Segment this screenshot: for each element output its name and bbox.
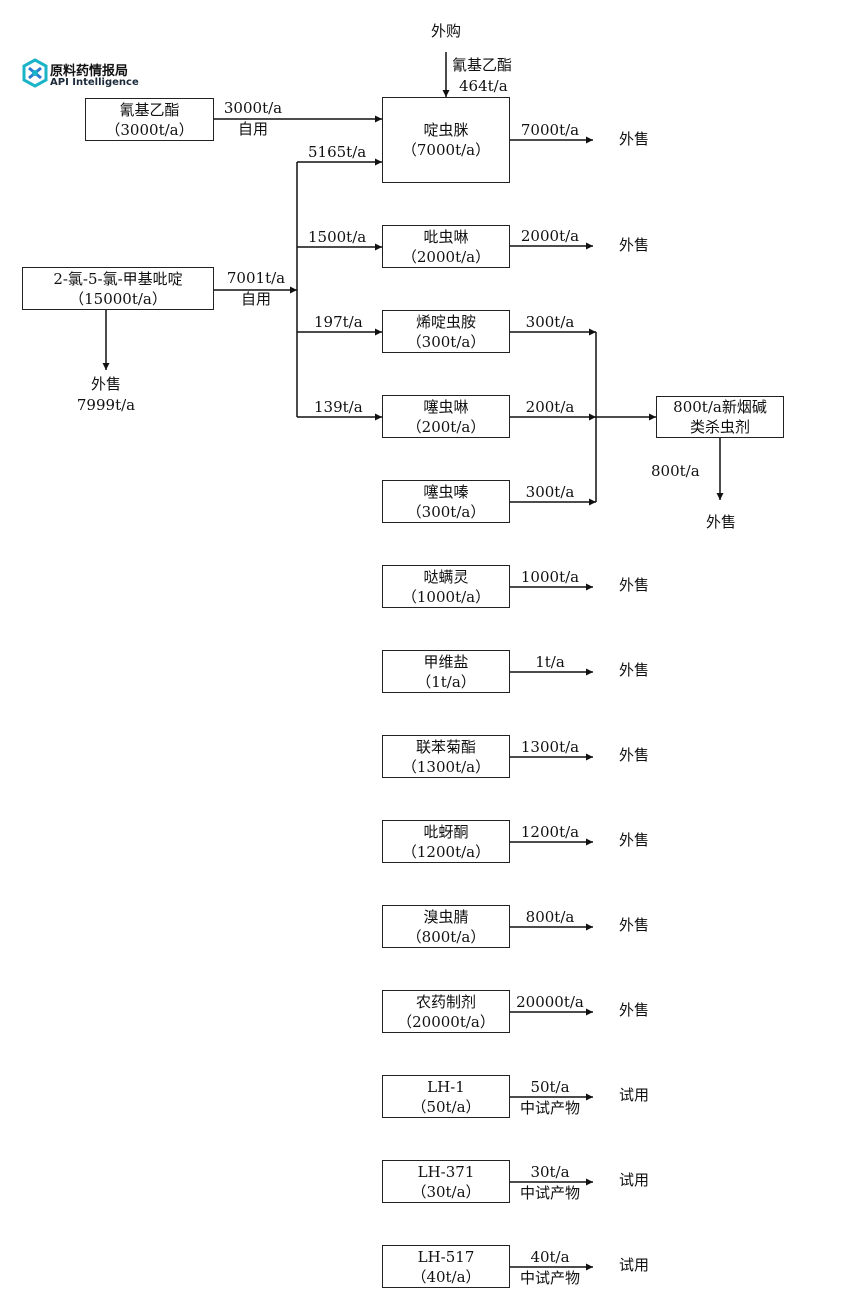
product-name: LH-371	[417, 1162, 475, 1181]
purchase-label: 外购	[430, 22, 461, 40]
product-name: 烯啶虫胺	[415, 312, 476, 331]
product-destination: 试用	[619, 1086, 650, 1104]
product-output: 50t/a	[530, 1078, 570, 1096]
product-capacity: （1000t/a）	[401, 587, 491, 606]
product-destination: 外售	[619, 1001, 650, 1019]
product-capacity: （1200t/a）	[401, 842, 491, 861]
product-destination: 外售	[619, 661, 650, 679]
branch-label: 197t/a	[314, 313, 363, 331]
product-capacity: （1t/a）	[416, 672, 476, 691]
product-output: 200t/a	[525, 398, 575, 416]
product-name: 溴虫腈	[423, 907, 469, 926]
logo-mark-icon	[22, 58, 48, 88]
product-box: 吡虫啉 （2000t/a）	[382, 225, 510, 268]
product-note: 中试产物	[519, 1099, 580, 1117]
logo: 原料药情报局 API Intelligence	[22, 56, 152, 96]
product-capacity: （800t/a）	[406, 927, 486, 946]
product-output: 1000t/a	[520, 568, 580, 586]
product-box: LH-1 （50t/a）	[382, 1075, 510, 1118]
product-name: 吡虫啉	[423, 227, 469, 246]
product-box: 烯啶虫胺 （300t/a）	[382, 310, 510, 353]
product-capacity: （20000t/a）	[397, 1012, 495, 1031]
product-box: 哒螨灵 （1000t/a）	[382, 565, 510, 608]
product-destination: 外售	[619, 576, 650, 594]
product-capacity: （7000t/a）	[401, 141, 491, 159]
product-output: 300t/a	[525, 313, 575, 331]
product-box: 吡蚜酮 （1200t/a）	[382, 820, 510, 863]
product-capacity: （300t/a）	[406, 502, 486, 521]
product-capacity: （300t/a）	[406, 332, 486, 351]
product-destination: 外售	[619, 831, 650, 849]
product-name: 哒螨灵	[423, 567, 469, 586]
product-capacity: （50t/a）	[411, 1097, 481, 1116]
product-box: 噻虫啉 （200t/a）	[382, 395, 510, 438]
product-output: 300t/a	[525, 483, 575, 501]
product-capacity: （2000t/a）	[401, 247, 491, 266]
product-output: 30t/a	[530, 1163, 570, 1181]
purchase-material: 氰基乙酯	[452, 56, 513, 74]
source-box-cyanoethyl: 氰基乙酯 （3000t/a）	[85, 98, 214, 141]
product-destination: 试用	[619, 1171, 650, 1189]
product-name: 噻虫嗪	[423, 482, 469, 501]
logo-name: 原料药情报局	[50, 64, 129, 79]
product-name: LH-517	[417, 1247, 475, 1266]
sale-amount-chloropyridine: 7999t/a	[76, 396, 136, 414]
product-capacity: （30t/a）	[411, 1182, 481, 1201]
product-box: LH-371 （30t/a）	[382, 1160, 510, 1203]
product-name: 农药制剂	[415, 992, 476, 1011]
flow-chloropyridine: 7001t/a	[226, 269, 286, 287]
product-name: 吡蚜酮	[423, 822, 469, 841]
product-output: 7000t/a	[520, 121, 580, 139]
source-name: 氰基乙酯	[119, 100, 180, 119]
branch-label: 1500t/a	[308, 228, 367, 246]
product-output: 1t/a	[535, 653, 565, 671]
use-chloropyridine: 自用	[240, 290, 271, 308]
source-capacity: （15000t/a）	[69, 289, 167, 308]
neonic-output: 800t/a	[651, 462, 700, 480]
product-output: 40t/a	[530, 1248, 570, 1266]
neonic-line1: 800t/a新烟碱	[673, 398, 767, 416]
branch-label: 139t/a	[314, 398, 363, 416]
product-name: LH-1	[427, 1077, 465, 1096]
product-box: 啶虫脒 （7000t/a）	[382, 97, 510, 183]
product-destination: 外售	[619, 236, 650, 254]
product-output: 1300t/a	[520, 738, 580, 756]
product-capacity: （200t/a）	[406, 417, 486, 436]
source-capacity: （3000t/a）	[105, 120, 194, 139]
product-box: 农药制剂 （20000t/a）	[382, 990, 510, 1033]
neonic-line2: 类杀虫剂	[689, 418, 750, 436]
sale-label-chloropyridine: 外售	[90, 375, 121, 393]
logo-subtitle: API Intelligence	[50, 77, 139, 88]
flow-cyanoethyl: 3000t/a	[223, 99, 283, 117]
product-box: 溴虫腈 （800t/a）	[382, 905, 510, 948]
product-box: LH-517 （40t/a）	[382, 1245, 510, 1288]
product-name: 啶虫脒	[423, 121, 469, 139]
source-name: 2-氯-5-氯-甲基吡啶	[53, 269, 183, 288]
product-capacity: （1300t/a）	[401, 757, 491, 776]
product-note: 中试产物	[519, 1184, 580, 1202]
product-box: 噻虫嗪 （300t/a）	[382, 480, 510, 523]
product-output: 2000t/a	[520, 227, 580, 245]
product-name: 噻虫啉	[423, 397, 469, 416]
product-output: 20000t/a	[516, 993, 584, 1011]
product-box: 联苯菊酯 （1300t/a）	[382, 735, 510, 778]
product-output: 1200t/a	[520, 823, 580, 841]
neonic-destination: 外售	[705, 513, 736, 531]
product-name: 甲维盐	[423, 652, 469, 671]
use-cyanoethyl: 自用	[237, 120, 268, 138]
neonic-box: 800t/a新烟碱 类杀虫剂	[656, 396, 784, 438]
product-destination: 外售	[619, 130, 650, 148]
branch-label: 5165t/a	[308, 143, 367, 161]
product-destination: 外售	[619, 746, 650, 764]
source-box-chloropyridine: 2-氯-5-氯-甲基吡啶 （15000t/a）	[22, 267, 214, 310]
product-destination: 外售	[619, 916, 650, 934]
product-name: 联苯菊酯	[415, 737, 476, 756]
product-destination: 试用	[619, 1256, 650, 1274]
product-output: 800t/a	[525, 908, 575, 926]
product-capacity: （40t/a）	[411, 1267, 481, 1286]
product-note: 中试产物	[519, 1269, 580, 1287]
product-box: 甲维盐 （1t/a）	[382, 650, 510, 693]
purchase-amount: 464t/a	[459, 77, 508, 95]
